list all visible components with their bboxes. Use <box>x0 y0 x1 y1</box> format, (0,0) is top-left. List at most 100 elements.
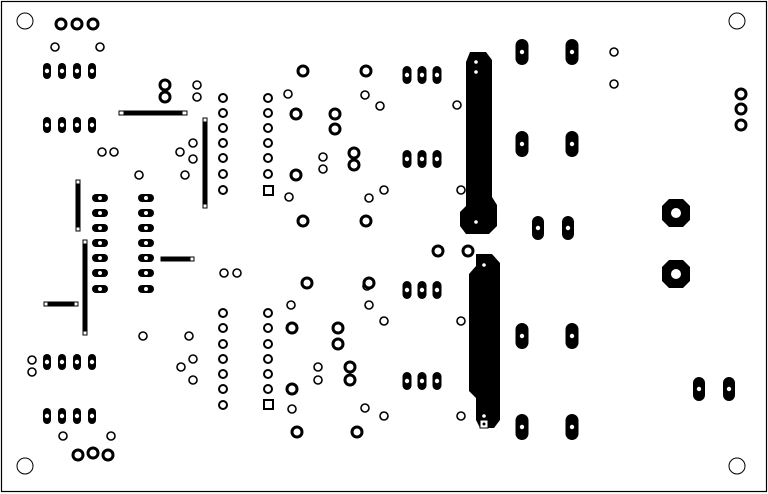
pad <box>431 244 445 258</box>
mounting-hole <box>728 457 746 475</box>
oval-pad <box>515 323 529 349</box>
pad <box>218 169 228 179</box>
oval-pad <box>138 254 154 262</box>
oval-pad <box>138 209 154 217</box>
pad <box>192 92 202 102</box>
oval-pad <box>73 408 81 424</box>
pads <box>27 17 748 462</box>
pad <box>158 90 172 104</box>
pad <box>609 79 619 89</box>
pad <box>180 170 190 180</box>
oval-pads <box>43 39 735 440</box>
pad <box>313 375 323 385</box>
oval-pad <box>88 408 96 424</box>
mounting-hole <box>16 457 34 475</box>
pad <box>263 93 273 103</box>
oval-pad <box>432 372 442 390</box>
oval-pad <box>532 216 544 240</box>
pad <box>218 93 228 103</box>
pad <box>218 400 228 410</box>
oval-pad <box>43 354 51 370</box>
oval-pad <box>417 281 427 299</box>
oval-pad <box>92 194 108 202</box>
power-traces <box>460 52 500 429</box>
pad <box>218 384 228 394</box>
pad <box>263 384 273 394</box>
pad <box>328 122 342 136</box>
pad <box>461 244 475 258</box>
pad <box>296 64 310 78</box>
pad <box>734 102 748 116</box>
pad <box>343 373 357 387</box>
oval-pad <box>73 117 81 133</box>
pad <box>285 321 299 335</box>
mounting-hole <box>16 12 34 30</box>
oval-pad <box>432 150 442 168</box>
pad <box>109 147 119 157</box>
oval-pad <box>88 117 96 133</box>
oval-pad <box>92 254 108 262</box>
oval-pad <box>402 372 412 390</box>
pad <box>347 146 361 160</box>
pad <box>232 268 242 278</box>
pad <box>219 268 229 278</box>
pad <box>158 78 172 92</box>
pad <box>218 308 228 318</box>
pad <box>609 47 619 57</box>
pad <box>359 64 373 78</box>
pad <box>54 17 68 31</box>
oval-pad <box>43 63 51 79</box>
oval-pad <box>402 150 412 168</box>
oval-pad <box>92 239 108 247</box>
pad <box>58 431 68 441</box>
pad <box>86 17 100 31</box>
pad <box>359 214 373 228</box>
pad <box>27 367 37 377</box>
pad <box>343 360 357 374</box>
pad <box>286 300 296 310</box>
pad <box>263 354 273 364</box>
pad <box>331 337 345 351</box>
pad <box>218 138 228 148</box>
pad <box>184 331 194 341</box>
oval-pad <box>138 239 154 247</box>
pad <box>283 89 293 99</box>
oval-pad <box>88 63 96 79</box>
pad <box>218 369 228 379</box>
oval-pad <box>138 224 154 232</box>
pad <box>734 87 748 101</box>
oval-pad <box>43 408 51 424</box>
pad <box>70 17 84 31</box>
pad <box>97 147 107 157</box>
oval-pad <box>92 209 108 217</box>
pad <box>175 147 185 157</box>
pad <box>456 316 466 326</box>
pad <box>106 431 116 441</box>
oval-pad <box>417 372 427 390</box>
pad <box>218 123 228 133</box>
pad <box>362 276 376 290</box>
oval-pad <box>73 63 81 79</box>
power-trace-lower <box>469 254 500 428</box>
pad <box>350 425 364 439</box>
pad <box>218 339 228 349</box>
pad <box>95 42 105 52</box>
pad <box>188 375 198 385</box>
oval-pad <box>402 66 412 84</box>
mounting-holes <box>16 12 746 475</box>
oval-pad <box>92 285 108 293</box>
pad <box>138 331 148 341</box>
pad <box>218 323 228 333</box>
pad <box>364 193 374 203</box>
pad <box>263 169 273 179</box>
oval-pad <box>723 377 735 401</box>
square-pads <box>263 185 274 410</box>
pad <box>318 164 328 174</box>
pad <box>452 100 462 110</box>
pad <box>71 448 85 462</box>
pad <box>218 354 228 364</box>
oval-pad <box>515 414 529 440</box>
pad <box>289 168 303 182</box>
pad <box>375 101 385 111</box>
